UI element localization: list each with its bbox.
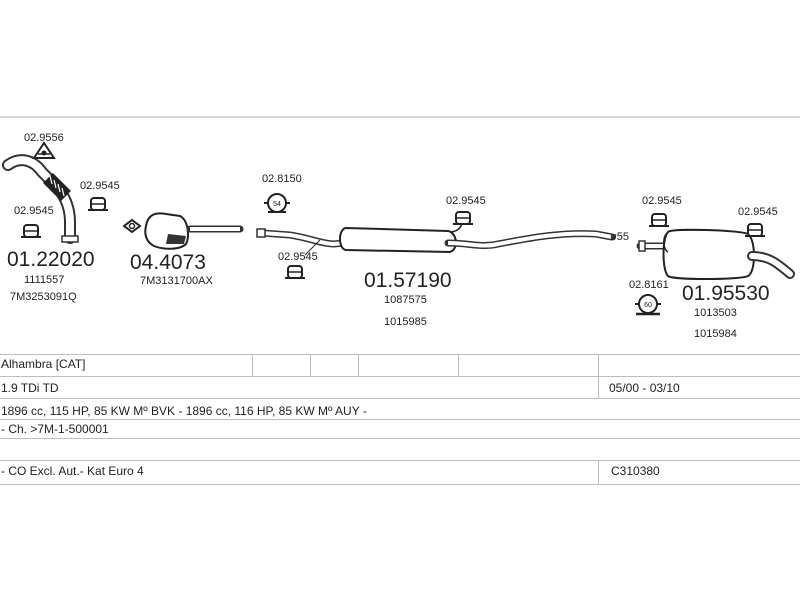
chassis-cell: - Ch. >7M-1-500001 bbox=[1, 422, 109, 436]
table-rule bbox=[0, 419, 800, 420]
bracket-e-icon bbox=[453, 211, 473, 225]
middle-muffler-code: 01.57190 bbox=[364, 269, 452, 292]
notes-cell: - CO Excl. Aut.- Kat Euro 4 bbox=[1, 464, 144, 478]
table-rule bbox=[0, 484, 800, 485]
rear-muffler-ref1: 1013503 bbox=[694, 307, 737, 319]
flange-gasket-icon bbox=[122, 218, 142, 234]
middle-muffler-ref2: 1015985 bbox=[384, 316, 427, 328]
middle-muffler-ref1: 1087575 bbox=[384, 294, 427, 306]
middle-muffler-part bbox=[256, 221, 616, 254]
bracket-d-icon bbox=[285, 265, 305, 279]
front-pipe-ref2: 7M3253091Q bbox=[10, 291, 77, 303]
engine-specs-cell: 1896 cc, 115 HP, 85 KW Mº BVK - 1896 cc,… bbox=[1, 404, 367, 418]
table-divider bbox=[458, 354, 459, 376]
front-pipe-part bbox=[2, 154, 79, 244]
rear-muffler-part bbox=[636, 228, 795, 280]
table-rule bbox=[0, 438, 800, 439]
table-rule bbox=[0, 460, 800, 461]
bracket-g-label: 02.9545 bbox=[738, 206, 778, 218]
bracket-g-icon bbox=[745, 223, 765, 237]
model-cell: Alhambra [CAT] bbox=[1, 357, 86, 371]
table-divider bbox=[598, 354, 599, 376]
bracket-d-label: 02.9545 bbox=[278, 251, 318, 263]
bracket-f-icon bbox=[649, 213, 669, 227]
date-range-cell: 05/00 - 03/10 bbox=[609, 381, 680, 395]
pipe-diameter-label: ø55 bbox=[610, 231, 629, 243]
table-divider bbox=[252, 354, 253, 376]
catalyst-code: 04.4073 bbox=[130, 251, 206, 274]
bracket-b-label: 02.9545 bbox=[80, 180, 120, 192]
bracket-a-icon bbox=[32, 141, 56, 159]
catalyst-ref1: 7M3131700AX bbox=[140, 275, 213, 287]
clamp-a-size: 54 bbox=[273, 201, 281, 208]
front-pipe-code: 01.22020 bbox=[7, 248, 95, 271]
table-divider bbox=[310, 354, 311, 376]
bracket-e-label: 02.9545 bbox=[446, 195, 486, 207]
clamp-a-label: 02.8150 bbox=[262, 173, 302, 185]
table-rule bbox=[0, 354, 800, 355]
bracket-b-icon bbox=[88, 197, 108, 211]
rear-muffler-code: 01.95530 bbox=[682, 282, 770, 305]
table-rule bbox=[0, 376, 800, 377]
bracket-c-label: 02.9545 bbox=[14, 205, 54, 217]
clamp-b-icon bbox=[635, 294, 661, 316]
engine-cell: 1.9 TDi TD bbox=[1, 381, 59, 395]
front-pipe-ref1: 1111557 bbox=[24, 274, 64, 286]
catalog-code-cell: C310380 bbox=[611, 464, 660, 478]
clamp-a-icon bbox=[264, 193, 290, 213]
clamp-b-size: 60 bbox=[644, 302, 652, 309]
bracket-f-label: 02.9545 bbox=[642, 195, 682, 207]
catalyst-part bbox=[122, 212, 244, 250]
clamp-b-label: 02.8161 bbox=[629, 279, 669, 291]
rear-muffler-ref2: 1015984 bbox=[694, 328, 737, 340]
flex-bellows-icon bbox=[43, 173, 71, 201]
table-rule bbox=[0, 398, 800, 399]
bracket-c-icon bbox=[21, 224, 41, 238]
table-divider bbox=[598, 376, 599, 398]
table-divider bbox=[598, 460, 599, 484]
bracket-a-label: 02.9556 bbox=[24, 132, 64, 144]
table-divider bbox=[358, 354, 359, 376]
